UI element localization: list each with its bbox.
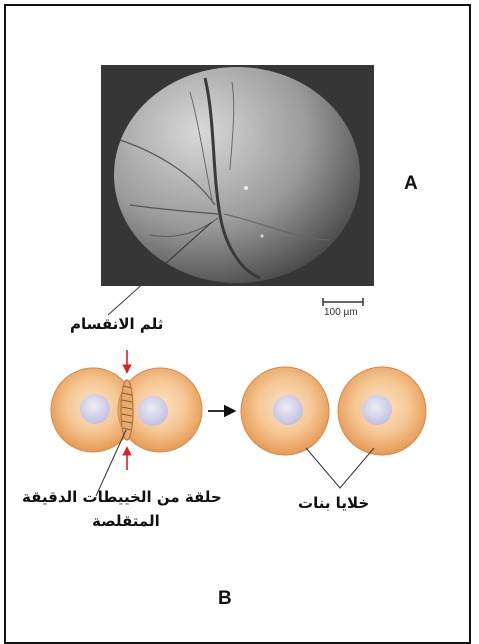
label-daughter-cells: خلايا بنات [298,494,369,512]
label-cleavage-furrow: ثلم الانقسام [70,315,163,333]
sem-micrograph [101,65,374,286]
nucleus-right [138,396,168,426]
contractile-ring [121,380,133,440]
daughter-pointer-lines [306,448,374,488]
label-contractile-ring-line1: حلقة من الخييطات الدقيقة [22,488,222,506]
panel-label-b: B [218,588,232,610]
scale-bar [323,298,363,306]
daughter-nucleus-right [362,395,392,425]
nucleus-left [80,394,110,424]
panel-label-a: A [404,173,418,195]
label-contractile-ring-line2: المتقلصة [92,512,160,530]
daughter-cells [241,367,426,455]
diagram-canvas [0,0,479,625]
scale-bar-label: 100 µm [324,307,358,318]
daughter-nucleus-left [273,395,303,425]
